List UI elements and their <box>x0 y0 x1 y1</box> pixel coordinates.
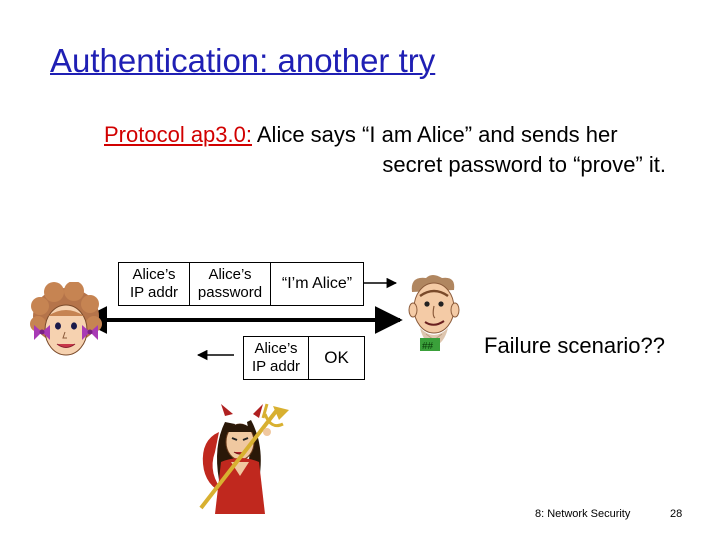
message-cell-password-text: Alice’s password <box>197 266 263 301</box>
protocol-text-line2: secret password to “prove” it. <box>382 152 666 177</box>
page-number: 28 <box>670 508 683 520</box>
protocol-description: Protocol ap3.0: Alice says “I am Alice” … <box>104 120 666 180</box>
svg-text:##: ## <box>422 341 434 352</box>
message-bob-to-alice: Alice’s IP addr OK <box>243 336 365 380</box>
trudy-devil-icon <box>199 403 289 514</box>
reply-cell-ok-text: OK <box>324 348 349 367</box>
reply-cell-ok: OK <box>309 337 364 379</box>
message-cell-claim: “I’m Alice” <box>271 263 363 305</box>
reply-cell-ip: Alice’s IP addr <box>244 337 309 379</box>
alice-face-icon <box>30 282 102 356</box>
failure-scenario-question: Failure scenario?? <box>484 333 665 358</box>
bob-face-icon: ## <box>408 275 460 352</box>
footer-label: 8: Network Security <box>535 508 631 520</box>
message-cell-ip: Alice’s IP addr <box>119 263 190 305</box>
message-cell-password: Alice’s password <box>190 263 271 305</box>
message-cell-ip-text: Alice’s IP addr <box>129 266 179 301</box>
protocol-name: Protocol ap3.0: <box>104 122 252 147</box>
protocol-text-line1: Alice says “I am Alice” and sends her <box>251 122 618 147</box>
message-alice-to-bob: Alice’s IP addr Alice’s password “I’m Al… <box>118 262 364 306</box>
reply-cell-ip-text: Alice’s IP addr <box>251 340 301 375</box>
slide-title: Authentication: another try <box>50 42 436 79</box>
message-cell-claim-text: “I’m Alice” <box>281 275 353 292</box>
